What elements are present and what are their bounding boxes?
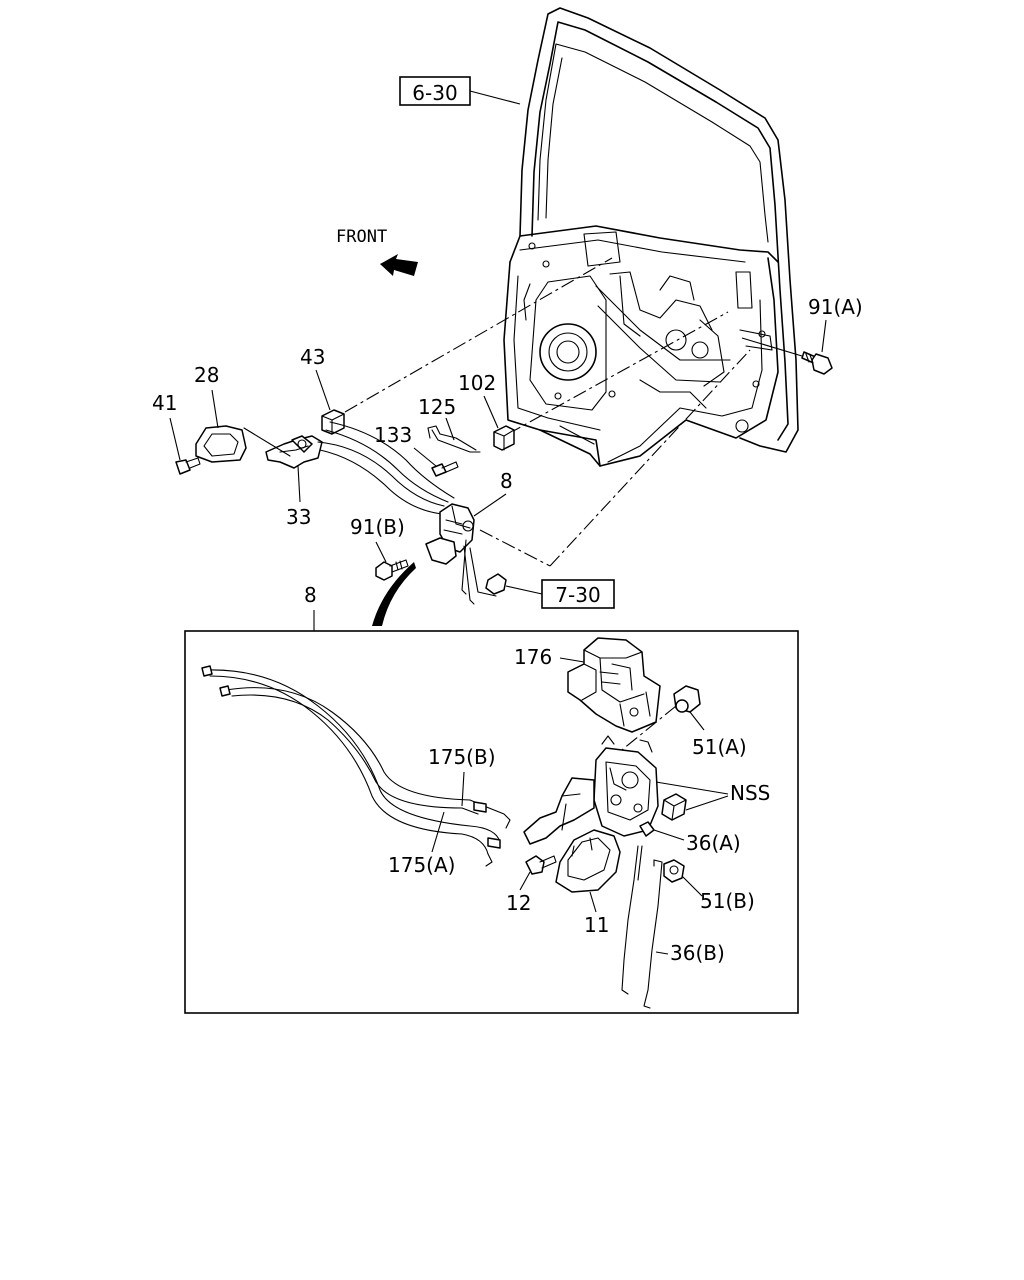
callout-8-installed: 8: [500, 469, 513, 493]
door-lock-8-installed: [425, 503, 507, 605]
callout-8-detail: 8: [304, 583, 317, 607]
callout-91a: 91(A): [808, 295, 863, 319]
screw-12: [525, 855, 557, 875]
screw-41: [175, 457, 201, 475]
assembly-guide-lines: [344, 257, 803, 567]
callout-28: 28: [194, 363, 219, 387]
front-label: FRONT: [336, 227, 387, 247]
inner-handle-33: [243, 427, 323, 469]
callout-33: 33: [286, 505, 311, 529]
lock-cables: [317, 421, 455, 515]
cover-11: [555, 829, 621, 893]
callout-175a: 175(A): [388, 853, 455, 877]
callout-102: 102: [458, 371, 496, 395]
lock-body: [523, 735, 659, 845]
callout-133: 133: [374, 423, 412, 447]
callout-12: 12: [506, 891, 531, 915]
screw-133: [431, 461, 459, 477]
front-direction-indicator: FRONT: [336, 227, 418, 276]
callout-175b: 175(B): [428, 745, 496, 769]
callout-41: 41: [152, 391, 177, 415]
reference-door-6-30: 6-30: [399, 76, 521, 106]
callout-36a: 36(A): [686, 831, 741, 855]
reference-handle-7-30: 7-30: [505, 579, 615, 609]
callout-125: 125: [418, 395, 456, 419]
nss-clips: [661, 793, 687, 821]
rod-125: [427, 425, 481, 453]
actuator-176: [567, 637, 661, 733]
door-assembly: [503, 7, 799, 467]
callout-43: 43: [300, 345, 325, 369]
reference-label-6-30: 6-30: [412, 81, 457, 105]
detail-arrow-icon: [372, 562, 416, 626]
cable-set-175: [201, 665, 511, 867]
callout-nss: NSS: [730, 781, 770, 805]
grommet-51b: [663, 859, 685, 883]
bolt-91b: [375, 559, 409, 581]
rod-36b: [643, 859, 663, 1009]
callout-36b: 36(B): [670, 941, 725, 965]
clip-102: [493, 425, 515, 451]
callout-51a: 51(A): [692, 735, 747, 759]
rod-36a: [621, 821, 655, 995]
bezel-28: [195, 425, 247, 463]
reference-label-7-30: 7-30: [555, 583, 600, 607]
callout-11: 11: [584, 913, 609, 937]
front-arrow-icon: [380, 254, 418, 276]
bolt-91a: [801, 351, 833, 375]
clip-43: [321, 409, 345, 435]
callout-91b: 91(B): [350, 515, 405, 539]
callout-51b: 51(B): [700, 889, 755, 913]
callout-176: 176: [514, 645, 552, 669]
